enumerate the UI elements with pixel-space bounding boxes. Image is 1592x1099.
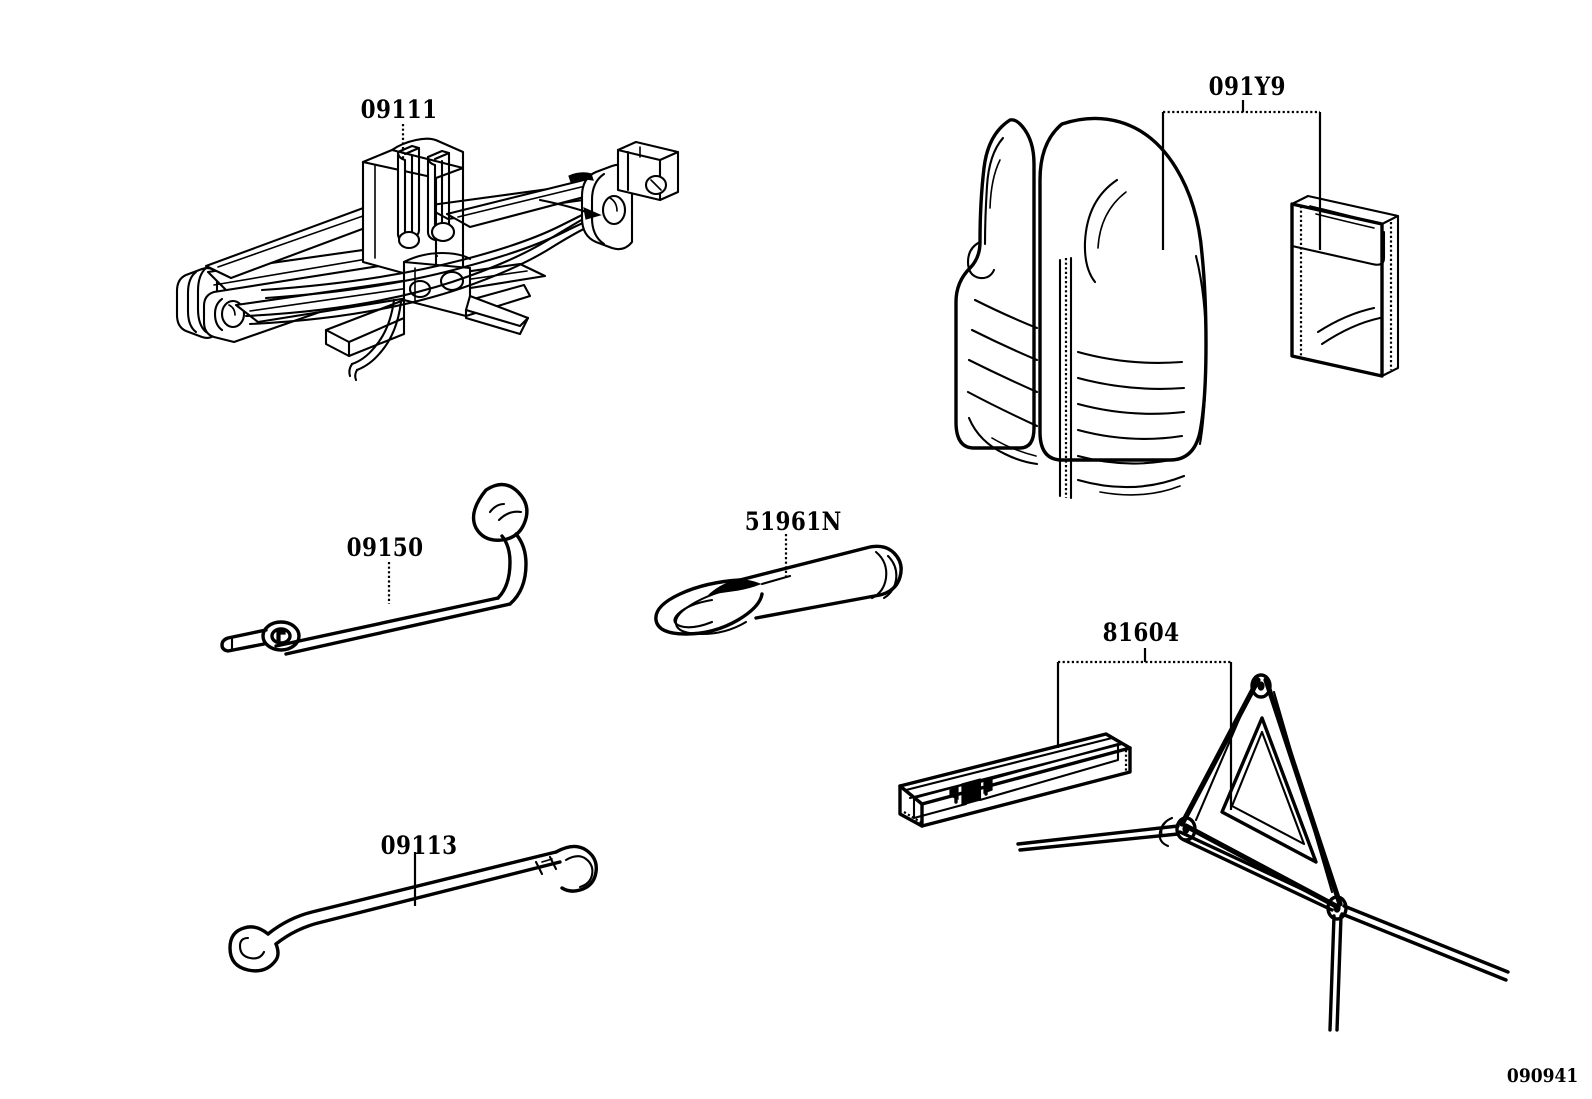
part-warning-triangle-kit-graphic	[898, 648, 1510, 1032]
part-number-label-jack-handle: 09150	[346, 533, 424, 562]
part-number-label-warning-triangle-kit: 81604	[1102, 618, 1180, 647]
diagram-id-code: 090941	[1506, 1065, 1578, 1087]
part-number-label-hook-rod: 09113	[380, 831, 458, 860]
part-tool-bag-graphic	[654, 534, 903, 636]
part-number-label-vest-kit: 091Y9	[1208, 72, 1286, 101]
part-jack-handle-graphic	[220, 482, 529, 656]
part-number-label-jack: 09111	[360, 95, 438, 124]
part-hook-rod-graphic	[228, 844, 598, 973]
part-safety-vest-kit-graphic	[954, 100, 1400, 500]
part-number-label-tool-bag: 51961N	[744, 507, 842, 536]
part-jack-assembly-graphic	[175, 124, 680, 382]
